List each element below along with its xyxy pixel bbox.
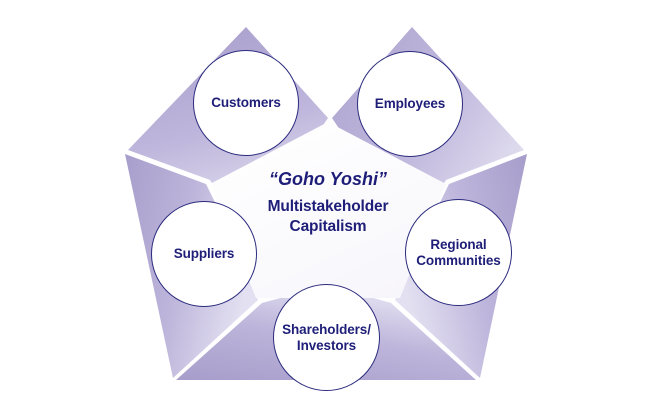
- inner-pentagon: [210, 122, 446, 298]
- center-main-line1: Multistakeholder: [267, 197, 389, 215]
- node-employees-label: Employees: [374, 96, 446, 112]
- node-customers[interactable]: Customers: [193, 50, 299, 156]
- node-customers-label: Customers: [211, 95, 281, 111]
- node-employees[interactable]: Employees: [357, 51, 463, 157]
- center-main-text: Multistakeholder Capitalism: [228, 197, 428, 237]
- center-text-block: “Goho Yoshi” Multistakeholder Capitalism: [228, 168, 428, 237]
- center-main-line2: Capitalism: [289, 217, 367, 235]
- node-shareholders-investors-label: Shareholders/Investors: [282, 321, 371, 353]
- node-suppliers[interactable]: Suppliers: [151, 201, 257, 307]
- node-suppliers-label: Suppliers: [173, 246, 235, 262]
- node-shareholders-investors[interactable]: Shareholders/Investors: [273, 284, 380, 391]
- center-tagline: “Goho Yoshi”: [268, 169, 387, 189]
